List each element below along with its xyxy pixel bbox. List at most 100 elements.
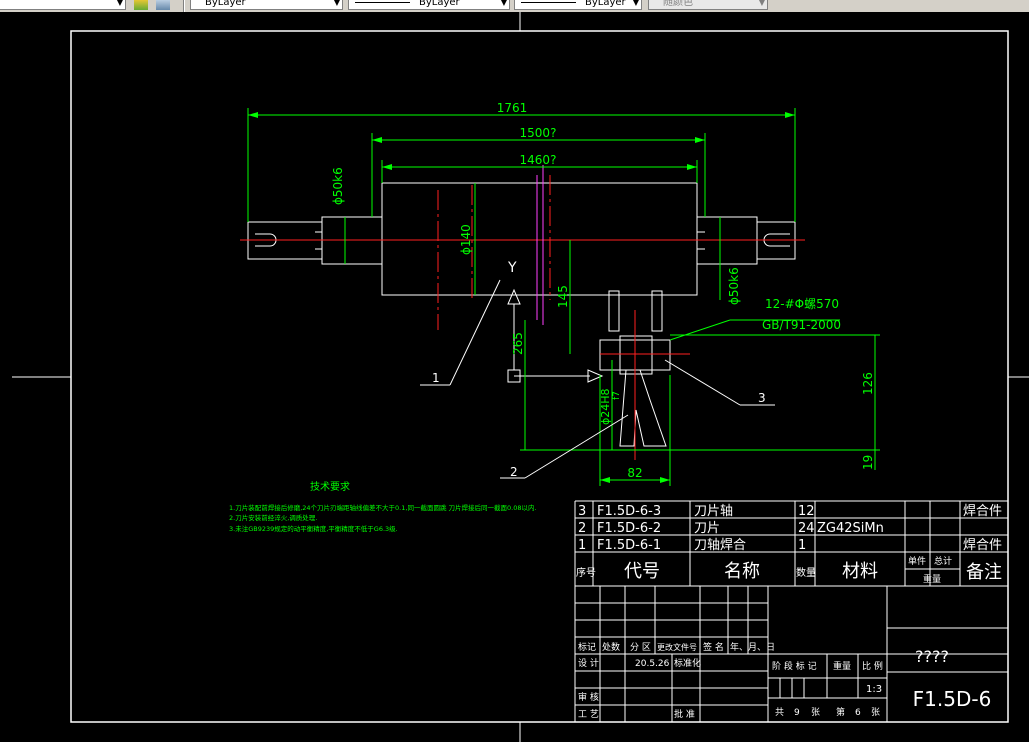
bom-row-2-code: F1.5D-6-2 [597,521,661,536]
dimension-arrows [248,112,795,483]
tb-sheets: 共 [775,707,784,718]
bom-row-3-name: 刀片轴 [694,504,733,519]
plotstyle-combo[interactable]: 随颜色 ▼ [648,0,768,10]
dim-145: 145 [556,285,570,308]
chevron-down-icon: ▼ [632,0,639,7]
bom-row-1-remark: 焊合件 [963,537,1002,553]
dim-blade-dia-sub: f7 [612,391,622,400]
bom-header-remark: 备注 [966,562,1002,583]
bom-row-3-seq: 3 [578,504,586,519]
drawing-canvas[interactable]: Y 1761 1500? 1460? ϕ50k6 [0,12,1029,742]
tb-zone: 分 区 [630,642,651,653]
callout-leaders [420,279,775,479]
tb-sheet-no: 6 [855,708,861,718]
tb-design: 设 计 [578,657,599,669]
bom-header-total: 总计 [934,555,952,567]
linetype-combo-value: ByLayer [419,0,460,8]
callout-1: 1 [432,371,440,385]
chevron-down-icon: ▼ [116,0,123,7]
tb-sheets-total: 9 [794,708,800,718]
dimension-texts: 1761 1500? 1460? ϕ50k6 ϕ50k6 ϕ140 145 26… [331,101,875,480]
bom-header-seq: 序号 [576,566,596,579]
tb-mark: 标记 [578,641,596,653]
bom-header-material: 材料 [842,561,878,582]
crosshair [12,12,1029,742]
dim-shaft-left: ϕ50k6 [331,167,345,205]
callout-numbers: 1 2 3 [432,371,766,479]
tb-signature: 签 名 [703,641,724,653]
bom-row-1-qty: 1 [798,538,806,553]
dim-82: 82 [627,466,642,480]
linetype-preview [355,2,410,3]
dim-19: 19 [861,455,875,470]
bolt-standard: GB/T91-2000 [762,318,841,332]
notes-line-2: 2.刀片安装前经淬火,调质处理. [229,513,317,522]
plotstyle-combo-value: 随颜色 [663,0,693,8]
linetype-combo[interactable]: ByLayer ▼ [348,0,510,10]
bom-row-2-material: ZG42SiMn [817,521,884,536]
bom-header-unit: 单件 [908,555,926,567]
tb-date: 年、月、日 [730,641,775,653]
tb-standard: 标准化 [674,657,701,669]
bom-header-weight: 重量 [923,573,941,585]
bom-row-2-name: 刀片 [694,521,720,536]
bom-header-qty: 数量 [796,566,816,579]
tb-drawing-code: F1.5D-6 [913,687,992,711]
bom-rows: 3 F1.5D-6-3 刀片轴 12 焊合件 2 F1.5D-6-2 刀片 24… [578,503,1002,553]
tb-scale-value: 1:3 [866,684,882,695]
notes-line-3: 3.未注GB9239规定的动平衡精度,平衡精度不低于G6.3级. [229,524,398,533]
bom-header: 序号 代号 名称 数量 材料 单件 总计 重量 备注 [576,555,1002,585]
center-lines [240,175,805,460]
technical-notes: 技术要求 1.刀片装配前焊接后修磨,24个刀片刃端距轴线偏差不大于0.1,同一截… [229,480,537,533]
toolbar-separator [183,0,185,12]
chevron-down-icon: ▼ [758,0,765,7]
axis-y-label: Y [507,260,517,276]
dim-cylinder-dia: ϕ140 [459,224,473,255]
bom-row-3-code: F1.5D-6-3 [597,504,661,519]
layer-icon[interactable] [134,0,148,10]
title-block [575,586,1008,722]
tb-stage-mark: 阶 段 标 记 [772,660,817,672]
bom-row-2-seq: 2 [578,521,586,536]
ucs-icon: Y [507,260,604,383]
callout-3: 3 [758,391,766,405]
tb-sheet-no-label: 第 [836,706,845,718]
dimension-lines [247,108,880,486]
lineweight-combo-value: ByLayer [585,0,626,8]
tb-scale: 比 例 [862,660,883,672]
notes-title: 技术要求 [310,480,350,493]
lineweight-preview [521,2,576,3]
tb-approve: 批 准 [674,708,695,720]
dim-265: 265 [511,332,525,355]
bolt-spec: 12-#Φ螺570 [765,297,839,311]
layer-combo-value: ByLayer [205,0,246,8]
bom-row-1-seq: 1 [578,538,586,553]
bom-header-code: 代号 [624,561,660,582]
tb-change-doc: 更改文件号 [657,642,697,652]
layer-combo[interactable]: ByLayer▼ [190,0,343,10]
dim-cylinder-length: 1460? [520,153,557,167]
drawing-border [70,30,1009,723]
tb-review: 审 核 [578,691,599,703]
lineweight-combo[interactable]: ByLayer ▼ [514,0,642,10]
bom-row-1-name: 刀轴焊合 [694,537,746,553]
layer-states-icon[interactable] [156,0,170,10]
roller-shaft-outline [247,182,796,447]
tb-process: 工 艺 [578,709,599,720]
toolbar: ▼ ByLayer ▼ ByLayer ▼ ByLayer ▼ 随颜色 ▼ [0,0,1029,12]
bom-header-name: 名称 [724,561,760,582]
magenta-lines [536,165,544,325]
dim-body-length: 1500? [520,126,557,140]
callout-2: 2 [510,465,518,479]
tb-design-date: 20.5.26 [635,659,670,669]
dim-126: 126 [861,372,875,395]
chevron-down-icon: ▼ [500,0,507,7]
dim-blade-dia: ϕ24H8 [599,388,612,425]
bom-row-3-remark: 焊合件 [963,503,1002,519]
tb-count: 处数 [602,641,620,653]
bom-row-3-qty: 12 [798,504,815,519]
color-combo[interactable]: ▼ [0,0,126,10]
bom-row-2-qty: 24 [798,521,815,536]
tb-sheet-unit: 张 [811,707,820,718]
title-block-text: 标记 处数 分 区 更改文件号 签 名 年、月、日 设 计 20.5.26 标准… [578,641,991,720]
